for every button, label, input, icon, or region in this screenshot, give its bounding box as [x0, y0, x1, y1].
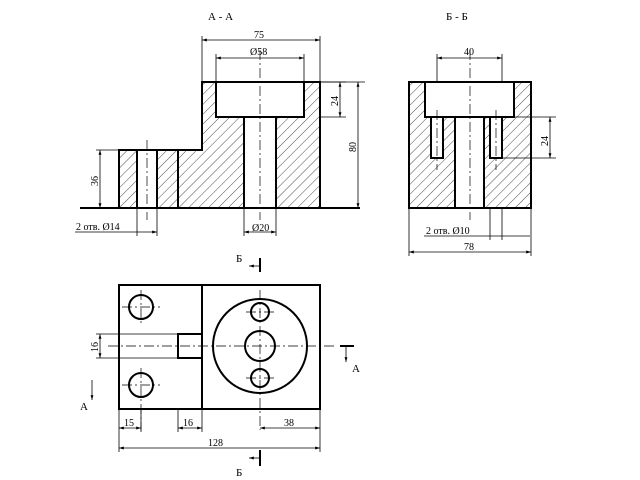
- dimension-128: 128: [119, 438, 320, 450]
- plan-outline: [118, 284, 321, 410]
- dimension-36: 36: [90, 149, 119, 208]
- section-aa-title: А - А: [208, 11, 233, 23]
- dimension-80: 80: [320, 81, 365, 208]
- dimension-15: 15: [118, 409, 142, 452]
- plan-view: Б Б А А 16 15: [80, 253, 360, 479]
- cut-plane-b-top: Б: [236, 253, 261, 272]
- hatch-area: [484, 117, 490, 208]
- hatch-area: [409, 82, 425, 208]
- svg-text:Б: Б: [236, 253, 242, 265]
- svg-text:38: 38: [284, 418, 294, 429]
- hatch-area: [431, 158, 443, 208]
- svg-text:75: 75: [254, 30, 264, 41]
- dimension-16-horizontal: 16: [177, 409, 203, 432]
- dimension-24-aa: 24: [320, 81, 346, 118]
- section-bb-view: Б - Б 40 24: [408, 11, 556, 256]
- dimension-38: 38: [260, 409, 321, 452]
- svg-text:2 отв. Ø10: 2 отв. Ø10: [426, 226, 470, 237]
- dimension-16-vertical: 16: [90, 333, 178, 359]
- hatch-area: [119, 150, 137, 208]
- svg-text:40: 40: [464, 47, 474, 58]
- dimension-2-holes-10: 2 отв. Ø10: [424, 208, 530, 240]
- section-bb-title: Б - Б: [446, 11, 468, 23]
- hatch-area: [490, 158, 502, 208]
- hatch-area: [514, 82, 531, 208]
- svg-text:А: А: [352, 363, 360, 375]
- svg-text:128: 128: [208, 438, 223, 449]
- svg-text:80: 80: [348, 142, 359, 152]
- svg-text:Ø58: Ø58: [250, 47, 267, 58]
- svg-text:2 отв. Ø14: 2 отв. Ø14: [76, 222, 120, 233]
- hatch-area: [425, 117, 431, 208]
- cut-plane-a-right: А: [340, 345, 360, 375]
- svg-text:24: 24: [540, 136, 551, 146]
- section-aa-view: А - А 75: [75, 11, 365, 236]
- hatch-area: [178, 150, 202, 208]
- dimension-75: 75: [201, 30, 321, 82]
- dimension-40: 40: [436, 47, 503, 82]
- svg-text:Ø20: Ø20: [252, 223, 269, 234]
- svg-text:16: 16: [183, 418, 193, 429]
- hatch-area: [443, 117, 455, 208]
- svg-text:78: 78: [464, 242, 474, 253]
- svg-text:16: 16: [90, 342, 101, 352]
- svg-text:А: А: [80, 401, 88, 413]
- dimension-diameter-58: Ø58: [215, 47, 305, 82]
- dimension-diameter-20: Ø20: [243, 208, 277, 236]
- section-aa-outline: [80, 81, 360, 209]
- cut-plane-b-bottom: Б: [236, 450, 261, 479]
- svg-text:15: 15: [124, 418, 134, 429]
- svg-text:Б: Б: [236, 467, 242, 479]
- cut-plane-a-left: А: [80, 380, 94, 413]
- svg-text:36: 36: [90, 176, 101, 186]
- dimension-78: 78: [408, 208, 532, 256]
- hatch-area: [502, 117, 514, 208]
- dimension-2-holes-14: 2 отв. Ø14: [75, 208, 158, 236]
- dimension-24-bb: 24: [502, 116, 556, 159]
- hatch-area: [157, 150, 178, 208]
- hatch-area: [304, 82, 320, 208]
- hatch-area: [276, 117, 304, 208]
- hatch-area: [216, 117, 244, 208]
- svg-text:24: 24: [330, 96, 341, 106]
- hatch-area: [202, 82, 216, 208]
